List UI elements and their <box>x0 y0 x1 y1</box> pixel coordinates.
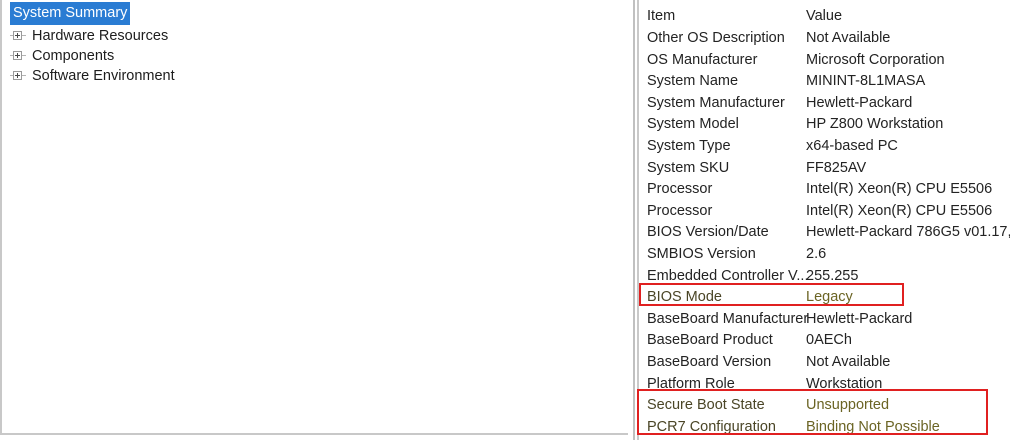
table-row[interactable]: System Name MININT-8L1MASA <box>647 71 1010 92</box>
row-item-cell: Processor <box>647 202 713 219</box>
table-row[interactable]: PCR7 Configuration Binding Not Possible <box>647 417 1010 438</box>
table-row[interactable]: OS Manufacturer Microsoft Corporation <box>647 50 1010 71</box>
row-item-cell: System Name <box>647 73 739 90</box>
row-value-cell: HP Z800 Workstation <box>806 116 944 133</box>
row-item-cell: BaseBoard Manufacturer <box>647 310 809 327</box>
pane-divider-outer <box>633 0 635 440</box>
row-value-cell: Hewlett-Packard 786G5 v01.17, 8/ <box>806 224 1010 241</box>
row-item-cell: System Model <box>647 116 739 133</box>
column-header-value[interactable]: Value <box>806 8 843 24</box>
table-row[interactable]: Embedded Controller V...255.255 <box>647 266 1010 287</box>
row-value-cell: Hewlett-Packard <box>806 94 913 111</box>
row-item-cell: SMBIOS Version <box>647 246 756 262</box>
row-value-cell: Legacy <box>806 289 853 306</box>
tree-item-software-environment[interactable]: Software Environment <box>10 66 177 86</box>
row-value-cell: Microsoft Corporation <box>806 51 945 68</box>
row-value-cell: Intel(R) Xeon(R) CPU E5506 <box>806 202 993 219</box>
tree-item-system-summary-label: System Summary <box>10 2 131 25</box>
row-value-cell: 255.255 <box>806 267 859 284</box>
row-value-cell: x64-based PC <box>806 138 898 154</box>
tree-item-components[interactable]: Components <box>10 46 116 66</box>
row-value-cell: Intel(R) Xeon(R) CPU E5506 <box>806 181 993 198</box>
row-value-cell: Hewlett-Packard <box>806 310 913 327</box>
row-item-cell: OS Manufacturer <box>647 51 758 68</box>
row-item-cell: PCR7 Configuration <box>647 418 776 435</box>
navigation-tree-panel[interactable]: System Summary Hardware Resources Compon… <box>0 0 628 435</box>
tree-item-hardware-resources-label: Hardware Resources <box>32 28 169 45</box>
table-row[interactable]: System Type x64-based PC <box>647 136 1010 157</box>
row-value-cell: 0AECh <box>806 332 852 349</box>
row-item-cell: Platform Role <box>647 375 735 392</box>
row-item-cell: Processor <box>647 181 713 198</box>
row-item-cell: System SKU <box>647 159 730 176</box>
plus-box-icon[interactable] <box>10 26 30 46</box>
row-item-cell: Other OS Description <box>647 30 785 46</box>
row-item-cell: System Manufacturer <box>647 94 785 111</box>
table-row[interactable]: BaseBoard Product 0AECh <box>647 330 1010 351</box>
row-item-cell: Secure Boot State <box>647 397 765 414</box>
row-value-cell: Not Available <box>806 354 891 370</box>
row-value-cell: 2.6 <box>806 246 827 262</box>
plus-box-icon[interactable] <box>10 46 30 66</box>
table-row[interactable]: System Model HP Z800 Workstation <box>647 114 1010 135</box>
table-row[interactable]: BIOS Version/Date Hewlett-Packard 786G5 v… <box>647 222 1010 243</box>
table-row[interactable]: Platform Role Workstation <box>647 374 1010 395</box>
tree-item-system-summary[interactable]: System Summary <box>10 2 131 25</box>
table-row[interactable]: Processor Intel(R) Xeon(R) CPU E5506 <box>647 179 1010 200</box>
table-row[interactable]: SMBIOS Version 2.6 <box>647 244 1010 265</box>
row-value-cell: Workstation <box>806 375 883 392</box>
table-row[interactable]: System SKU FF825AV <box>647 158 1010 179</box>
row-value-cell: MININT-8L1MASA <box>806 73 926 90</box>
tree-item-software-environment-label: Software Environment <box>32 68 175 85</box>
row-value-cell: Not Available <box>806 30 891 46</box>
grid-header-row[interactable]: Item Value <box>647 6 1010 27</box>
row-item-cell: BaseBoard Version <box>647 354 772 370</box>
row-item-cell: BIOS Mode <box>647 289 722 306</box>
row-item-cell: BIOS Version/Date <box>647 224 769 241</box>
table-row[interactable]: Secure Boot State Unsupported <box>647 395 1010 416</box>
table-row[interactable]: BaseBoard Version Not Available <box>647 352 1010 373</box>
plus-box-icon[interactable] <box>10 66 30 86</box>
column-header-item[interactable]: Item <box>647 8 676 24</box>
row-value-cell: FF825AV <box>806 159 867 176</box>
row-item-cell: System Type <box>647 138 731 154</box>
table-row[interactable]: System Manufacturer Hewlett-Packard <box>647 93 1010 114</box>
tree-item-hardware-resources[interactable]: Hardware Resources <box>10 26 170 46</box>
pane-divider-inner <box>637 0 639 440</box>
table-row[interactable]: Processor Intel(R) Xeon(R) CPU E5506 <box>647 201 1010 222</box>
tree-item-components-label: Components <box>32 48 115 65</box>
row-item-cell: Embedded Controller V... <box>647 267 809 284</box>
table-row[interactable]: BIOS Mode Legacy <box>647 287 1010 308</box>
row-value-cell: Unsupported <box>806 397 890 414</box>
row-item-cell: BaseBoard Product <box>647 332 773 349</box>
row-value-cell: Binding Not Possible <box>806 418 940 435</box>
table-row[interactable]: Other OS Description Not Available <box>647 28 1010 49</box>
